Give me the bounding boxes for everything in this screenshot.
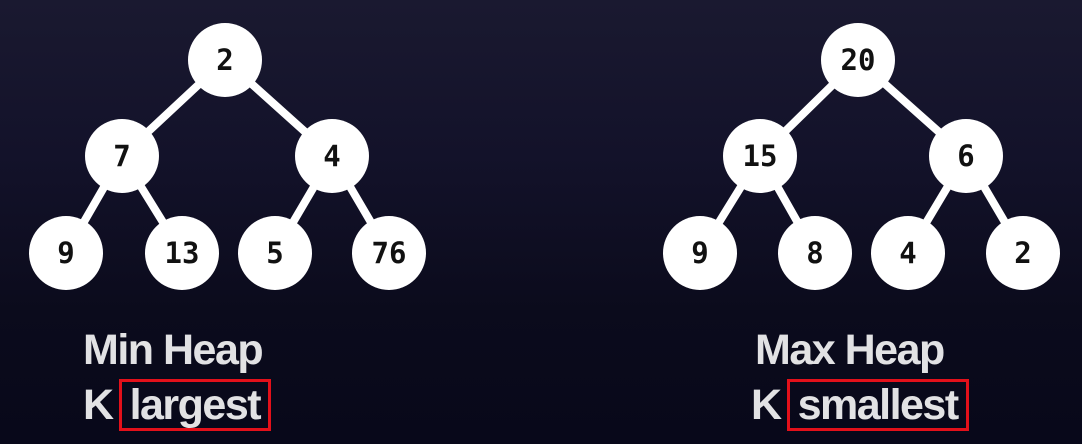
min-heap-k-label: K xyxy=(83,381,114,429)
max-heap-node-label: 6 xyxy=(957,139,974,173)
max-heap-highlight: smallest xyxy=(786,379,969,431)
min-heap-node-label: 5 xyxy=(266,236,283,270)
min-heap-node xyxy=(29,216,103,290)
max-heap-node xyxy=(778,216,852,290)
max-heap-node xyxy=(821,23,895,97)
min-heap-node-label: 13 xyxy=(165,236,200,270)
min-heap-node xyxy=(238,216,312,290)
min-heap-node-label: 7 xyxy=(113,139,130,173)
max-heap-node-label: 4 xyxy=(899,236,916,270)
max-heap-node-label: 15 xyxy=(743,139,778,173)
max-heap-node-label: 20 xyxy=(841,43,876,77)
min-heap-title: Min Heap xyxy=(83,326,264,374)
max-heap-k-label: K xyxy=(751,381,782,429)
max-heap-node xyxy=(871,216,945,290)
max-heap-node-label: 8 xyxy=(806,236,823,270)
max-heap-tree: 20 15 6 9 8 4 2 xyxy=(663,23,1060,290)
min-heap-node-label: 9 xyxy=(57,236,74,270)
min-heap-node xyxy=(85,119,159,193)
max-heap-node xyxy=(663,216,737,290)
min-heap-node-label: 4 xyxy=(323,139,340,173)
min-heap-tree: 2 7 4 9 13 5 76 xyxy=(29,23,426,290)
min-heap-node-label: 76 xyxy=(372,236,407,270)
max-heap-node xyxy=(986,216,1060,290)
min-heap-node xyxy=(352,216,426,290)
min-heap-node xyxy=(295,119,369,193)
min-heap-node xyxy=(145,216,219,290)
max-heap-title: Max Heap xyxy=(755,326,945,374)
min-heap-node-label: 2 xyxy=(216,43,233,77)
max-heap-node xyxy=(929,119,1003,193)
min-heap-highlight: largest xyxy=(118,379,272,431)
min-heap-node xyxy=(188,23,262,97)
max-heap-node-label: 2 xyxy=(1014,236,1031,270)
max-heap-node-label: 9 xyxy=(691,236,708,270)
max-heap-node xyxy=(723,119,797,193)
